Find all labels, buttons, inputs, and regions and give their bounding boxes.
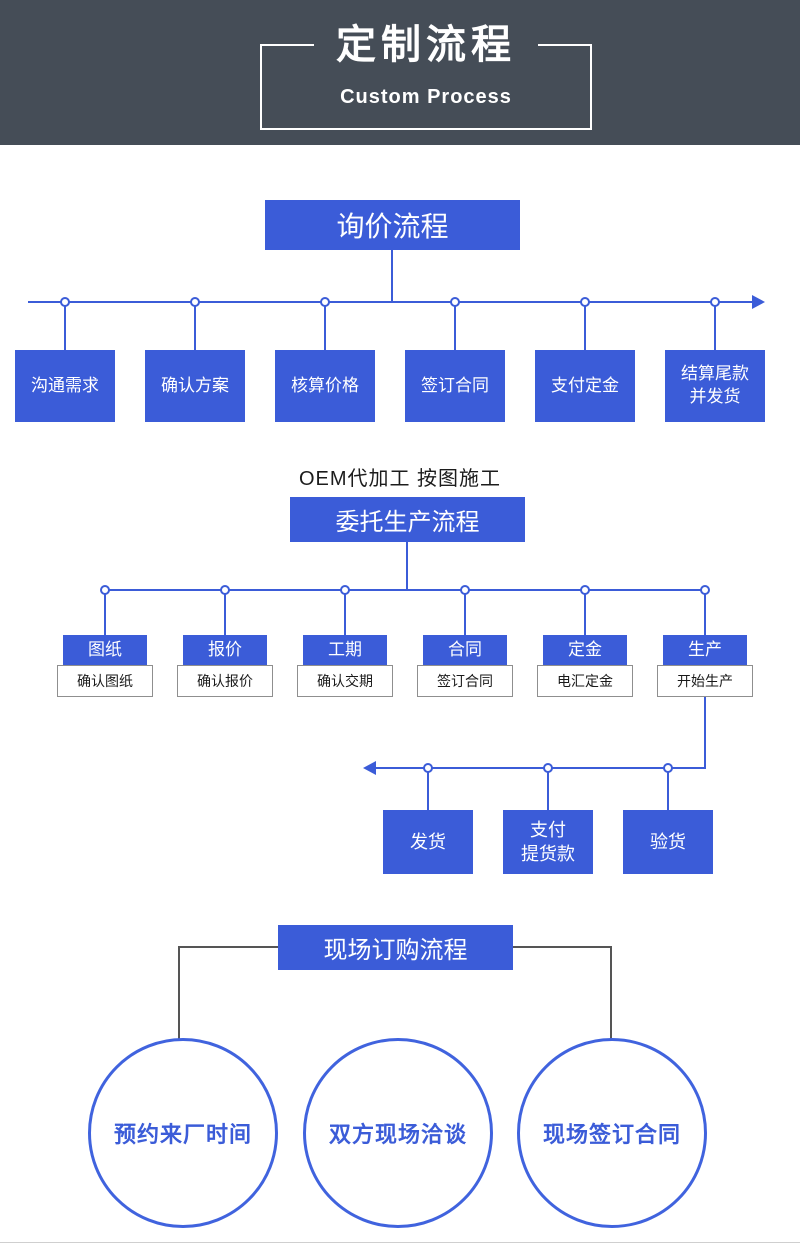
oem-step-sub: 电汇定金 [537, 665, 633, 697]
oem-step-label: 图纸 [63, 635, 147, 665]
inquiry-step: 结算尾款 并发货 [665, 350, 765, 422]
arrow-right-icon [752, 295, 765, 309]
header-frame: 定制流程 Custom Process [260, 16, 592, 130]
page-subtitle: Custom Process [340, 86, 512, 108]
connector-line [178, 946, 180, 1040]
onsite-circle: 预约来厂时间 [88, 1038, 278, 1228]
connector-line [324, 306, 326, 350]
connector-line [704, 594, 706, 635]
connector-line [64, 306, 66, 350]
oem-step-label: 生产 [663, 635, 747, 665]
oem-final-step: 发货 [383, 810, 473, 874]
connector-line [610, 946, 612, 1040]
inquiry-title: 询价流程 [265, 200, 520, 250]
connector-line [454, 306, 456, 350]
oem-note: OEM代加工 按图施工 [298, 468, 502, 490]
connector-line [704, 697, 706, 768]
oem-step-sub: 确认报价 [177, 665, 273, 697]
connector-line [584, 306, 586, 350]
oem-step-label: 工期 [303, 635, 387, 665]
connector-line [464, 594, 466, 635]
connector-line [513, 946, 612, 948]
oem-step-sub: 确认交期 [297, 665, 393, 697]
onsite-circle: 现场签订合同 [517, 1038, 707, 1228]
inquiry-step: 签订合同 [405, 350, 505, 422]
connector-line [547, 772, 549, 810]
oem-return-line [376, 767, 706, 769]
bottom-divider [0, 1242, 800, 1243]
inquiry-step: 确认方案 [145, 350, 245, 422]
arrow-left-icon [363, 761, 376, 775]
connector-line [194, 306, 196, 350]
page-header: 定制流程 Custom Process [0, 0, 800, 145]
oem-step-label: 报价 [183, 635, 267, 665]
connector-line [344, 594, 346, 635]
connector-line [584, 594, 586, 635]
inquiry-step: 核算价格 [275, 350, 375, 422]
oem-step-sub: 签订合同 [417, 665, 513, 697]
oem-step-sub: 确认图纸 [57, 665, 153, 697]
connector-line [391, 250, 393, 302]
onsite-title: 现场订购流程 [278, 925, 513, 970]
connector-line [406, 542, 408, 590]
page-title: 定制流程 [314, 16, 538, 74]
connector-line [178, 946, 278, 948]
oem-step-sub: 开始生产 [657, 665, 753, 697]
connector-line [104, 594, 106, 635]
oem-final-step: 验货 [623, 810, 713, 874]
connector-line [714, 306, 716, 350]
connector-line [667, 772, 669, 810]
connector-line [427, 772, 429, 810]
inquiry-step: 支付定金 [535, 350, 635, 422]
connector-line [224, 594, 226, 635]
inquiry-step: 沟通需求 [15, 350, 115, 422]
oem-timeline [104, 589, 706, 591]
inquiry-timeline [28, 301, 754, 303]
onsite-circle: 双方现场洽谈 [303, 1038, 493, 1228]
oem-title: 委托生产流程 [290, 497, 525, 542]
oem-step-label: 合同 [423, 635, 507, 665]
oem-step-label: 定金 [543, 635, 627, 665]
oem-final-step: 支付 提货款 [503, 810, 593, 874]
